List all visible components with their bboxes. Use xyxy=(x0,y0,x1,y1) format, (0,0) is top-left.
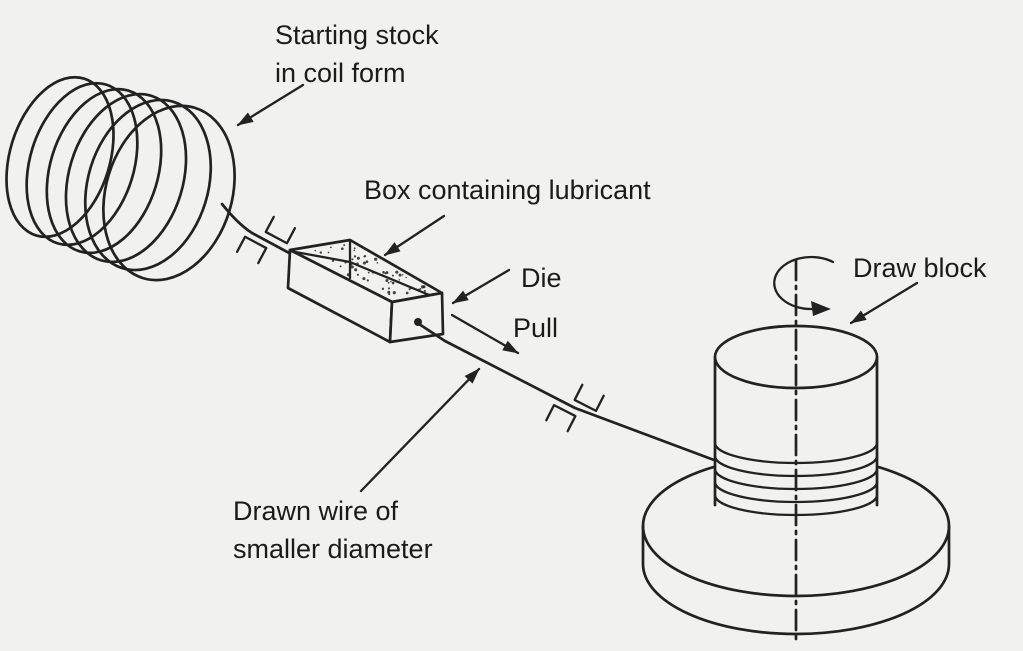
draw-block-arrow xyxy=(849,281,919,325)
pull-label: Pull xyxy=(513,313,559,343)
lubricant-box xyxy=(286,238,445,344)
leader-arrows xyxy=(236,83,919,493)
wire-coil-to-box xyxy=(220,202,293,256)
starting-stock-coil xyxy=(5,75,236,282)
die-arrow xyxy=(451,268,511,305)
drawn-wire-label-line1: Drawn wire of xyxy=(233,496,399,526)
starting-stock-label: Starting stock in coil form xyxy=(275,16,439,92)
base-side-face xyxy=(641,524,951,636)
starting-stock-label-line2: in coil form xyxy=(275,58,406,88)
drawn-wire xyxy=(417,322,716,462)
drawn-wire-arrow xyxy=(359,367,481,493)
die-label: Die xyxy=(521,263,562,293)
drawn-wire-label: Drawn wire of smaller diameter xyxy=(233,492,433,568)
wire-break-symbol-1 xyxy=(235,215,297,265)
starting-stock-label-line1: Starting stock xyxy=(275,20,439,50)
box-inner-wall-edges xyxy=(288,238,436,299)
box-lubricant-arrow xyxy=(383,214,446,257)
drawn-wire-label-line2: smaller diameter xyxy=(233,534,433,564)
pull-arrow xyxy=(450,313,520,355)
starting-stock-arrow xyxy=(236,83,305,127)
rotation-arrow xyxy=(773,255,835,316)
draw-block-label: Draw block xyxy=(853,253,987,283)
box-lubricant-label: Box containing lubricant xyxy=(364,175,651,205)
wire-break-symbol-2 xyxy=(545,383,605,433)
